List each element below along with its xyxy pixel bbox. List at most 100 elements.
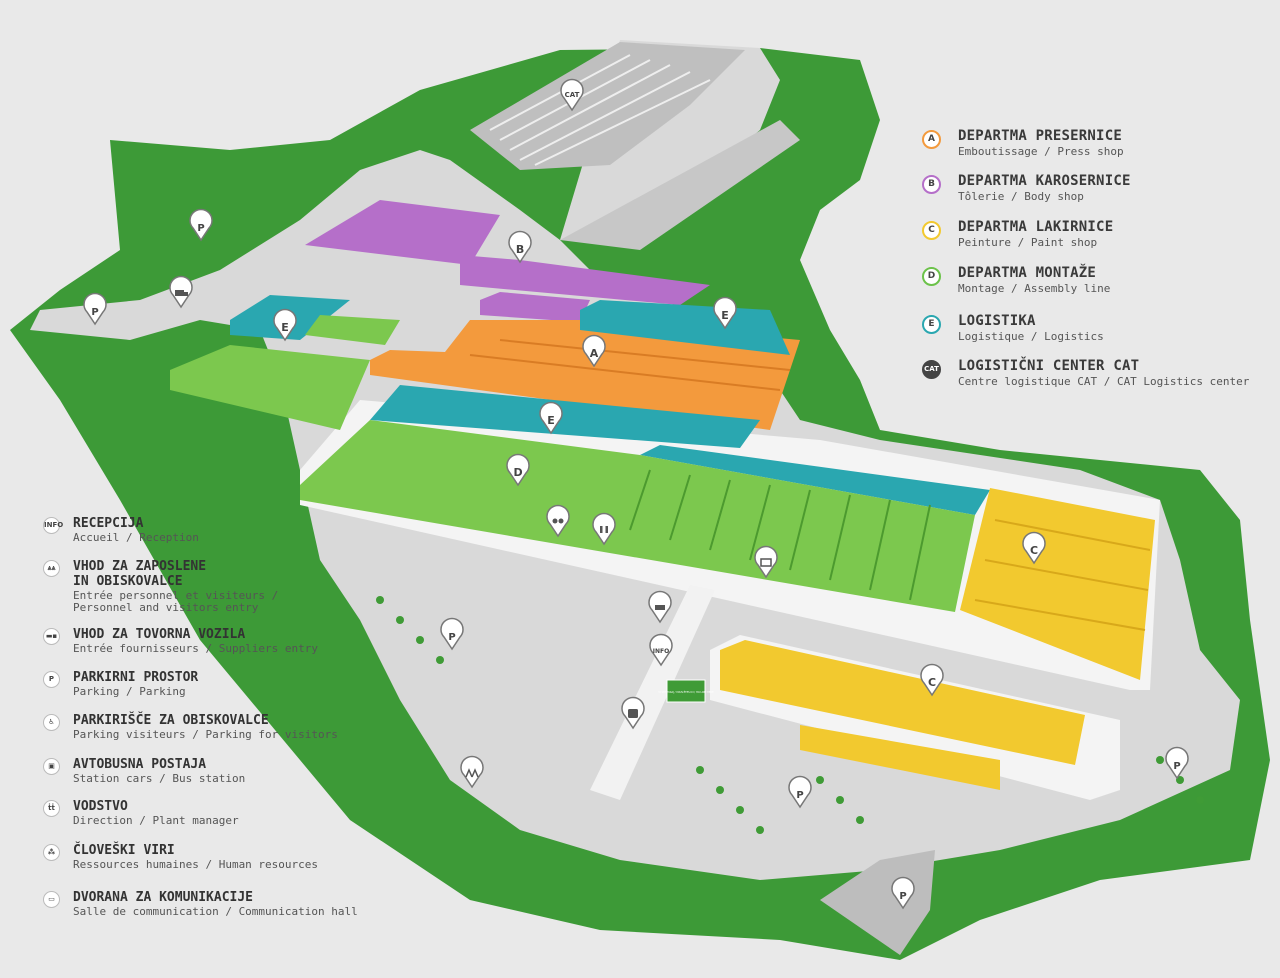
legend-title: DEPARTMA KAROSERNICE (958, 173, 1131, 189)
staff-entry-pin[interactable] (460, 755, 484, 789)
logistics-block-center (370, 385, 760, 448)
management-pin[interactable] (592, 512, 616, 546)
management-icon: ṫṫ (43, 800, 60, 817)
legend-title: DEPARTMA MONTAŽE (958, 265, 1097, 281)
map-pin-e-west-label: E (281, 321, 289, 334)
logistics-block-east (640, 445, 990, 515)
map-pin-parking-4-label: P (796, 790, 803, 801)
bus-icon: ▣ (43, 758, 60, 775)
facility-title: VODSTVO (73, 799, 128, 814)
assembly-hall (300, 420, 975, 612)
map-pin-parking-2[interactable]: P (83, 292, 107, 326)
map-pin-parking-2-label: P (91, 307, 98, 318)
paint-shop-south (720, 640, 1085, 765)
map-pin-a-label: A (590, 347, 599, 360)
logistics-block-north (580, 300, 790, 355)
facility-subtitle: Direction / Plant manager (73, 814, 239, 827)
paint-shop-north (960, 488, 1155, 680)
facility-title: DVORANA ZA KOMUNIKACIJE (73, 890, 254, 905)
parking-south (820, 850, 935, 955)
assembly-lines (629, 469, 931, 601)
press-shop-stripes (469, 339, 791, 391)
map-pin-parking-4[interactable]: P (788, 775, 812, 809)
legend-badge-icon: A (922, 130, 941, 149)
map-pin-info-label: INFO (653, 648, 669, 655)
cat-rows (489, 54, 711, 166)
facility-subtitle: Parking / Parking (73, 685, 186, 698)
map-pin-e-center[interactable]: E (539, 401, 563, 435)
map-pin-parking-6[interactable]: P (891, 876, 915, 910)
map-pin-parking-1-label: P (197, 223, 204, 234)
facility-title: RECEPCIJA (73, 516, 144, 531)
map-pin-b-label: B (516, 243, 524, 256)
map-pin-d-label: D (513, 466, 522, 479)
map-pin-parking-5[interactable]: P (1165, 746, 1189, 780)
facility-title: VHOD ZA TOVORNA VOZILA (73, 627, 246, 642)
map-pin-e-center-label: E (547, 414, 555, 427)
map-pin-a[interactable]: A (582, 334, 606, 368)
facility-title: PARKIRIŠČE ZA OBISKOVALCE (73, 713, 269, 728)
human-resources-pin[interactable] (546, 504, 570, 538)
assembly-small (305, 315, 400, 345)
visitor-parking-pin[interactable] (648, 590, 672, 624)
map-pin-c-south[interactable]: C (920, 663, 944, 697)
map-pin-c-north-label: C (1030, 544, 1038, 557)
facility-subtitle: Entrée personnel et visiteurs / Personne… (73, 589, 279, 614)
legend-title: DEPARTMA PRESERNICE (958, 128, 1122, 144)
legend-badge-icon: E (922, 315, 941, 334)
map-pin-info[interactable]: INFO (649, 633, 673, 667)
map-pin-b[interactable]: B (508, 230, 532, 264)
facility-subtitle: Ressources humaines / Human resources (73, 858, 319, 871)
facility-subtitle: Entrée fournisseurs / Suppliers entry (73, 642, 319, 655)
legend-subtitle: Logistique / Logistics (958, 330, 1104, 343)
map-pin-e-north[interactable]: E (713, 296, 737, 330)
communication-hall-pin[interactable] (754, 545, 778, 579)
people-icon: ⩓⩓ (43, 560, 60, 577)
press-shop-block (370, 320, 800, 430)
truck-entry-pin[interactable] (169, 275, 193, 309)
facility-subtitle: Accueil / Reception (73, 531, 199, 544)
legend-subtitle: Centre logistique CAT / CAT Logistics ce… (958, 375, 1250, 388)
legend-subtitle: Peinture / Paint shop (958, 236, 1098, 249)
bus-station-pin[interactable] (621, 696, 645, 730)
legend-badge-icon: C (922, 221, 941, 240)
map-pin-e-west[interactable]: E (273, 308, 297, 342)
legend-badge-icon: B (922, 175, 941, 194)
map-pin-parking-6-label: P (899, 891, 906, 902)
parking-icon: P (43, 671, 60, 688)
paint-shop-annex (800, 725, 1000, 790)
communication-hall-icon: ▭ (43, 891, 60, 908)
info-icon: INFO (43, 517, 63, 534)
map-pin-d[interactable]: D (506, 453, 530, 487)
body-shop-east (460, 255, 710, 305)
truck-icon: ▬▪ (43, 628, 60, 645)
facility-title: PARKIRNI PROSTOR (73, 670, 199, 685)
legend-title: LOGISTIKA (958, 313, 1036, 329)
map-pin-c-south-label: C (928, 676, 936, 689)
facility-subtitle: Salle de communication / Communication h… (73, 905, 358, 918)
map-pin-cat[interactable]: CAT (560, 78, 584, 112)
map-pin-parking-3[interactable]: P (440, 617, 464, 651)
parking-lot-cat (470, 42, 745, 170)
human-resources-icon: ⁂ (43, 844, 60, 861)
facility-title: VHOD ZA ZAPOSLENE IN OBISKOVALCE (73, 559, 207, 589)
map-pin-parking-3-label: P (448, 632, 455, 643)
legend-subtitle: Tôlerie / Body shop (958, 190, 1084, 203)
map-pin-parking-1[interactable]: P (189, 208, 213, 242)
map-pin-c-north[interactable]: C (1022, 531, 1046, 565)
facility-subtitle: Station cars / Bus station (73, 772, 246, 785)
trees (376, 596, 1204, 834)
body-shop-block (305, 200, 500, 265)
facility-title: AVTOBUSNA POSTAJA (73, 757, 207, 772)
